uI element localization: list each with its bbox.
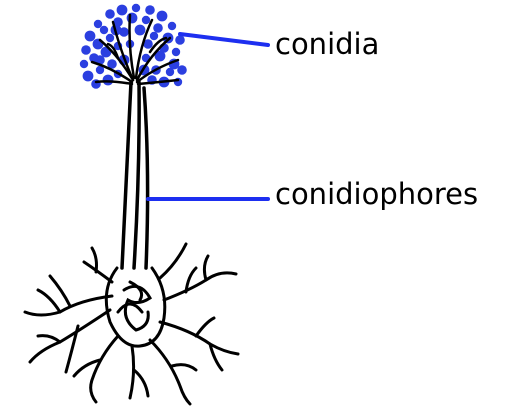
conidium-dot	[150, 32, 158, 40]
conidium-dot	[132, 4, 140, 12]
conidium-dot	[142, 16, 150, 24]
conidium-dot	[177, 65, 187, 75]
conidium-dot	[127, 13, 138, 24]
conidium-dot	[80, 60, 88, 68]
label-conidia: conidia	[275, 30, 379, 59]
conidium-dot	[135, 25, 146, 36]
conidium-dot	[172, 48, 180, 56]
foot-cell	[106, 268, 165, 346]
conidium-dot	[106, 34, 114, 42]
conidium-dot	[105, 9, 115, 19]
conidium-dot	[85, 31, 96, 42]
conidium-dot	[83, 71, 94, 82]
conidium-dot	[117, 5, 128, 16]
conidium-dot	[81, 45, 91, 55]
conidium-dot	[166, 68, 174, 76]
conidium-dot	[175, 35, 185, 45]
conidium-dot	[157, 11, 168, 22]
conidium-dot	[103, 75, 114, 86]
conidium-dot	[153, 23, 163, 33]
label-conidiophores: conidiophores	[275, 180, 478, 209]
conidium-dot	[145, 5, 155, 15]
conidia-leader-line	[180, 34, 268, 45]
conidium-dot	[100, 26, 108, 34]
conidiophore-stalks	[122, 82, 148, 268]
conidium-dot	[94, 20, 102, 28]
conidium-dot	[168, 22, 176, 30]
